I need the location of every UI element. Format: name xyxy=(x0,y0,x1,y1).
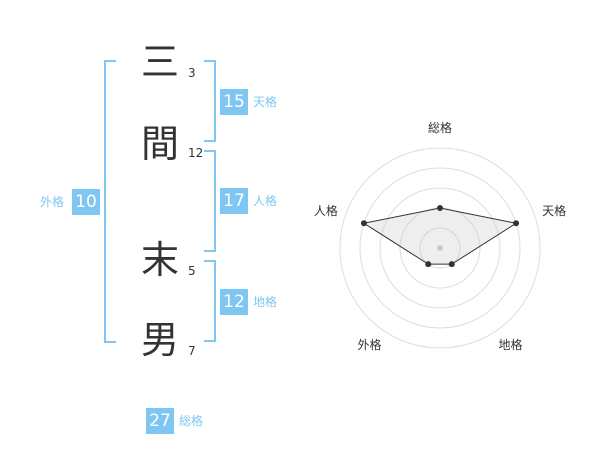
chikaku-label: 地格 xyxy=(253,295,278,309)
name-char-2: 間 xyxy=(140,122,179,166)
tenkaku-bracket xyxy=(204,60,216,142)
radar-polygon xyxy=(362,207,518,265)
stroke-count-3: 5 xyxy=(188,264,196,278)
radar-axis-label-1: 総格 xyxy=(428,120,452,135)
chikaku-bracket xyxy=(204,260,216,342)
radar-axis-label-2: 天格 xyxy=(542,203,566,218)
radar-point-1 xyxy=(437,205,443,211)
name-char-1: 三 xyxy=(140,40,179,84)
jinkaku-value: 17 xyxy=(220,188,248,214)
radar-axis-label-4: 外格 xyxy=(357,337,381,352)
radar-axis-label-3: 地格 xyxy=(499,337,523,352)
soukaku-label: 総格 xyxy=(179,414,204,428)
name-char-4: 男 xyxy=(140,318,179,362)
radar-point-4 xyxy=(425,261,432,268)
radar-axis-label-5: 人格 xyxy=(314,203,338,218)
stroke-count-4: 7 xyxy=(188,344,196,358)
stroke-count-2: 12 xyxy=(188,146,204,160)
radar-grid-ring xyxy=(379,187,501,309)
tenkaku-label: 天格 xyxy=(253,95,278,109)
gaikaku-bracket xyxy=(104,60,116,343)
radar-point-5 xyxy=(360,220,367,227)
jinkaku-bracket xyxy=(204,150,216,252)
stroke-count-1: 3 xyxy=(188,66,196,80)
chikaku-value: 12 xyxy=(220,289,248,315)
radar-grid-ring xyxy=(419,227,461,269)
radar-grid-ring xyxy=(339,147,541,349)
radar-point-3 xyxy=(448,261,455,268)
name-char-3: 末 xyxy=(140,238,179,282)
tenkaku-value: 15 xyxy=(220,89,248,115)
gaikaku-label: 外格 xyxy=(40,195,65,209)
radar-grid-ring xyxy=(359,167,521,329)
radar-center-dot xyxy=(437,245,443,251)
jinkaku-label: 人格 xyxy=(253,194,278,208)
soukaku-value: 27 xyxy=(146,408,174,434)
gaikaku-value: 10 xyxy=(72,189,100,215)
radar-point-2 xyxy=(513,220,520,227)
